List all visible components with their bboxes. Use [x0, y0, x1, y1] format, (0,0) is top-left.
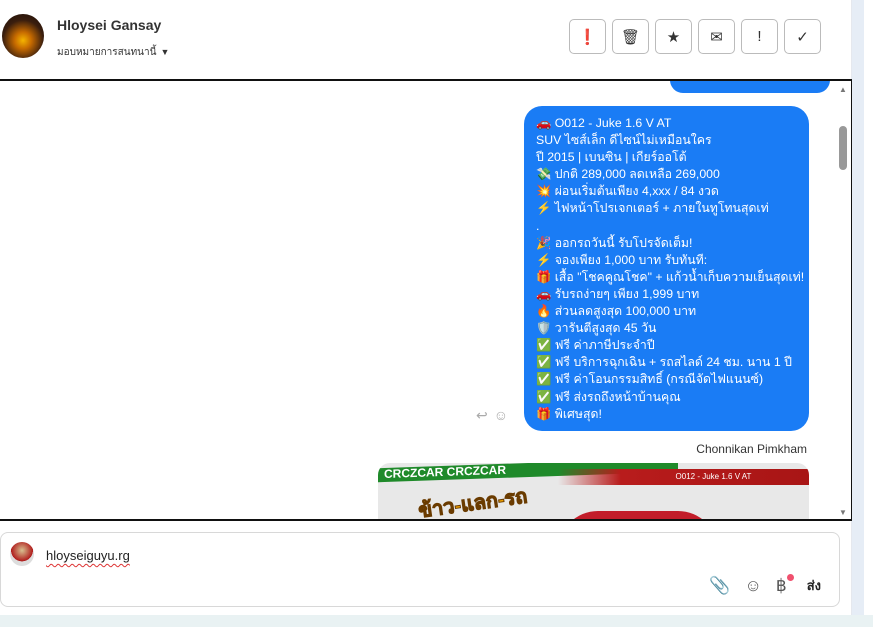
message-line: 🎁 เสื้อ "โชคคูณโชค" + แก้วน้ำเก็บความเย็… — [536, 269, 805, 284]
message-line: ✅ ฟรี ค่าภาษีประจำปี — [536, 338, 655, 353]
message-line: 💥 ผ่อนเริ่มต้นเพียง 4,xxx / 84 งวด — [536, 184, 719, 199]
message-line: 🛡️ วารันตีสูงสุด 45 วัน — [536, 321, 657, 336]
message-thread[interactable]: 🚗 O012 - Juke 1.6 V AT SUV ไซส์เล็ก ดีไซน… — [0, 79, 852, 521]
message-line: SUV ไซส์เล็ก ดีไซน์ไม่เหมือนใคร — [536, 133, 712, 148]
message-line: 🚗 รับรถง่ายๆ เพียง 1,999 บาท — [536, 286, 700, 301]
payment-button[interactable]: ฿ — [775, 573, 794, 596]
scrollbar-thumb[interactable] — [839, 126, 847, 170]
contact-name: Hloysei Gansay — [57, 17, 162, 33]
message-line: ปี 2015 | เบนซิน | เกียร์ออโต้ — [536, 150, 687, 165]
star-button[interactable]: ★ — [655, 19, 692, 54]
attach-icon[interactable]: 📎 — [709, 575, 731, 595]
reply-icon[interactable]: ↩ — [476, 407, 488, 423]
message-line: ✅ ฟรี ส่งรถถึงหน้าบ้านคุณ — [536, 389, 681, 404]
avatar[interactable] — [2, 14, 44, 58]
image-promo-text: ข้าว-แลก-รถ — [417, 485, 530, 521]
assign-label: มอบหมายการสนทนานี้ — [57, 47, 157, 58]
react-emoji-icon[interactable]: ☺ — [493, 407, 509, 423]
done-button[interactable]: ✓ — [784, 19, 821, 54]
message-line: . — [536, 218, 540, 233]
important-button[interactable]: ! — [741, 19, 778, 54]
page-avatar — [10, 542, 34, 566]
emoji-icon[interactable]: ☺ — [744, 575, 762, 595]
car-image — [558, 511, 718, 519]
exclamation-icon: ! — [757, 28, 762, 45]
delete-button[interactable]: 🗑 — [612, 19, 649, 54]
check-icon: ✓ — [796, 28, 809, 46]
sender-name: Chonnikan Pimkham — [696, 442, 807, 456]
message-line: ⚡ จองเพียง 1,000 บาท รับทันที: — [536, 252, 708, 267]
send-button[interactable]: ส่ง — [806, 578, 821, 593]
message-line: 🔥 ส่วนลดสูงสุด 100,000 บาท — [536, 304, 697, 319]
message-line: 💸 ปกติ 289,000 ลดเหลือ 269,000 — [536, 167, 720, 182]
caret-down-icon: ▼ — [160, 47, 170, 57]
message-line: 🚗 O012 - Juke 1.6 V AT — [536, 116, 672, 130]
assign-conversation-dropdown[interactable]: มอบหมายการสนทนานี้▼ — [57, 45, 169, 60]
message-line: 🎉 ออกรถวันนี้ รับโปรจัดเต็ม! — [536, 235, 693, 250]
message-bubble: 🚗 O012 - Juke 1.6 V AT SUV ไซส์เล็ก ดีไซน… — [524, 106, 809, 431]
attached-image[interactable]: CRCZCAR CRCZCAR O012 - Juke 1.6 V AT ข้า… — [378, 463, 809, 521]
spam-button[interactable]: ❗ — [569, 19, 606, 54]
trash-icon: 🗑 — [620, 28, 641, 46]
scroll-down-icon[interactable]: ▼ — [839, 508, 847, 517]
message-line: ✅ ฟรี บริการฉุกเฉิน + รถสไลด์ 24 ชม. นาน… — [536, 355, 792, 370]
envelope-icon: ✉ — [710, 28, 723, 46]
message-line: ✅ ฟรี ค่าโอนกรรมสิทธิ์ (กรณีจัดไฟแนนซ์) — [536, 372, 764, 387]
alert-circle-icon: ❗ — [578, 28, 597, 46]
message-line: ⚡ ไฟหน้าโปรเจกเตอร์ + ภายในทูโทนสุดเท่ — [536, 201, 769, 216]
message-line: 🎁 พิเศษสุด! — [536, 406, 602, 421]
bottom-strip — [0, 615, 873, 627]
notification-dot — [786, 573, 794, 581]
message-composer[interactable]: hloyseiguyu.rg 📎 ☺ ฿ ส่ง — [0, 532, 840, 607]
baht-icon: ฿ — [775, 575, 787, 595]
scrollbar[interactable]: ▲ ▼ — [836, 81, 851, 519]
mark-unread-button[interactable]: ✉ — [698, 19, 735, 54]
scroll-up-icon[interactable]: ▲ — [839, 85, 847, 94]
right-panel-edge — [851, 0, 873, 627]
star-icon: ★ — [666, 28, 681, 46]
image-title: O012 - Juke 1.6 V AT — [558, 469, 809, 485]
previous-message-bubble — [670, 81, 830, 93]
message-input[interactable]: hloyseiguyu.rg — [46, 548, 130, 563]
conversation-header: Hloysei Gansay มอบหมายการสนทนานี้▼ ❗ 🗑 ★… — [0, 0, 851, 78]
